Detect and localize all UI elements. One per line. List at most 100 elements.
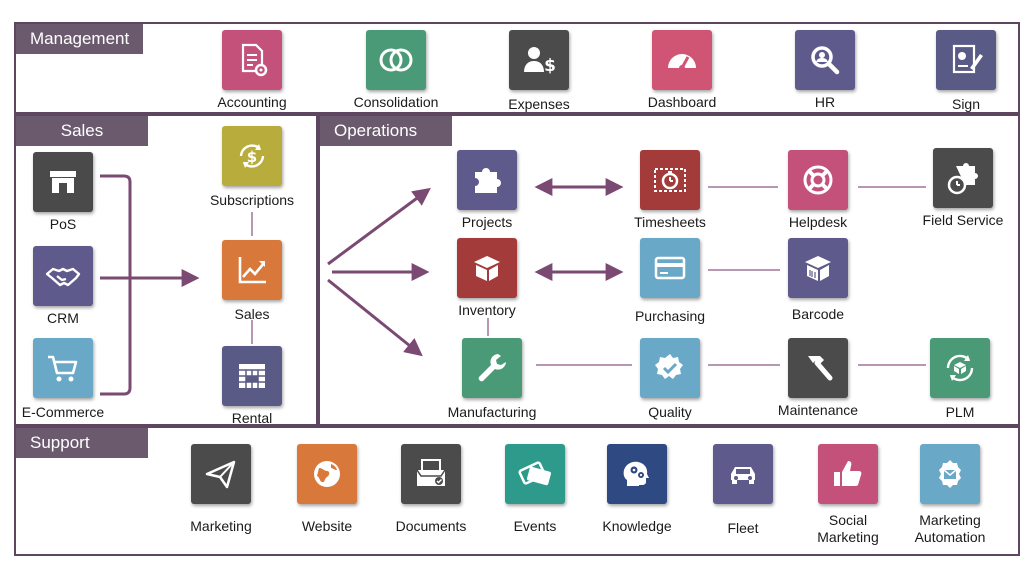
marketing-tile[interactable] xyxy=(191,444,251,504)
sales-label: Sales xyxy=(234,306,270,322)
section-title-management: Management xyxy=(16,24,144,54)
timesheets-tile[interactable] xyxy=(640,150,700,210)
dashboard-label: Dashboard xyxy=(647,94,717,110)
shop-icon xyxy=(50,171,76,193)
hammer-icon xyxy=(808,356,833,381)
events-label: Events xyxy=(513,518,557,534)
documents-tile[interactable] xyxy=(401,444,461,504)
social-marketing-tile[interactable] xyxy=(818,444,878,504)
chart-up-icon xyxy=(238,257,266,284)
crm-tile[interactable] xyxy=(33,246,93,306)
app-website[interactable]: Website xyxy=(267,444,387,535)
app-purchasing[interactable]: Purchasing xyxy=(610,238,730,325)
person-dollar-icon: $ xyxy=(524,47,556,76)
marketing-automation-tile[interactable] xyxy=(920,444,980,504)
barcode-label: Barcode xyxy=(791,306,845,322)
app-marketing-automation[interactable]: Marketing Automation xyxy=(890,444,1010,546)
sign-tile[interactable] xyxy=(936,30,996,90)
expenses-tile[interactable]: $ xyxy=(509,30,569,90)
app-timesheets[interactable]: Timesheets xyxy=(610,150,730,231)
ecommerce-tile[interactable] xyxy=(33,338,93,398)
app-barcode[interactable]: Barcode xyxy=(758,238,878,323)
marketing-automation-label: Marketing Automation xyxy=(890,512,1010,546)
app-sales[interactable]: Sales xyxy=(192,240,312,323)
credit-card-icon xyxy=(654,256,686,280)
barcode-tile[interactable] xyxy=(788,238,848,298)
accounting-tile[interactable] xyxy=(222,30,282,90)
expenses-label: Expenses xyxy=(508,96,570,112)
social-marketing-label: Social Marketing xyxy=(788,512,908,546)
plm-label: PLM xyxy=(945,404,975,420)
app-marketing[interactable]: Marketing xyxy=(161,444,281,535)
dashboard-tile[interactable] xyxy=(652,30,712,90)
app-helpdesk[interactable]: Helpdesk xyxy=(758,150,878,231)
helpdesk-tile[interactable] xyxy=(788,150,848,210)
inventory-label: Inventory xyxy=(458,302,516,318)
plm-tile[interactable] xyxy=(930,338,990,398)
pos-tile[interactable] xyxy=(33,152,93,212)
subscriptions-tile[interactable]: $ xyxy=(222,126,282,186)
app-pos[interactable]: PoS xyxy=(3,152,123,233)
maintenance-label: Maintenance xyxy=(777,402,859,418)
rental-label: Rental xyxy=(231,410,273,426)
projects-tile[interactable] xyxy=(457,150,517,210)
website-tile[interactable] xyxy=(297,444,357,504)
knowledge-tile[interactable] xyxy=(607,444,667,504)
section-title-support: Support xyxy=(16,428,148,458)
app-fieldservice[interactable]: Field Service xyxy=(903,148,1023,229)
social-marketing-label-line1: Social xyxy=(828,512,868,528)
app-fleet[interactable]: Fleet xyxy=(683,444,803,537)
app-expenses[interactable]: $ Expenses xyxy=(479,30,599,113)
marketing-automation-label-line1: Marketing xyxy=(919,512,981,528)
website-label: Website xyxy=(301,518,353,534)
app-consolidation[interactable]: Consolidation xyxy=(336,30,456,111)
wrench-icon xyxy=(478,354,506,382)
hr-tile[interactable] xyxy=(795,30,855,90)
purchasing-tile[interactable] xyxy=(640,238,700,298)
operations-panel xyxy=(318,114,1020,426)
fleet-tile[interactable] xyxy=(713,444,773,504)
app-social-marketing[interactable]: Social Marketing xyxy=(788,444,908,546)
document-gear-icon xyxy=(241,43,268,77)
sign-label: Sign xyxy=(951,96,981,112)
app-events[interactable]: Events xyxy=(475,444,595,535)
purchasing-label: Purchasing xyxy=(634,308,706,324)
app-projects[interactable]: Projects xyxy=(427,150,547,231)
rental-tile[interactable] xyxy=(222,346,282,406)
helpdesk-label: Helpdesk xyxy=(788,214,848,230)
app-quality[interactable]: Quality xyxy=(610,338,730,421)
app-rental[interactable]: Rental xyxy=(192,346,312,427)
manufacturing-tile[interactable] xyxy=(462,338,522,398)
maintenance-tile[interactable] xyxy=(788,338,848,398)
app-maintenance[interactable]: Maintenance xyxy=(758,338,878,419)
app-hr[interactable]: HR xyxy=(765,30,885,111)
app-manufacturing[interactable]: Manufacturing xyxy=(432,338,552,421)
file-box-icon xyxy=(416,459,446,486)
app-ecommerce[interactable]: E-Commerce xyxy=(3,338,123,421)
box-icon xyxy=(474,256,500,281)
quality-tile[interactable] xyxy=(640,338,700,398)
documents-label: Documents xyxy=(395,518,467,534)
manufacturing-label: Manufacturing xyxy=(447,404,537,420)
globe-icon xyxy=(314,461,340,487)
sales-tile[interactable] xyxy=(222,240,282,300)
app-dashboard[interactable]: Dashboard xyxy=(622,30,742,111)
app-plm[interactable]: PLM xyxy=(900,338,1020,421)
gauge-icon xyxy=(668,54,696,71)
sales-panel xyxy=(14,114,318,426)
app-subscriptions[interactable]: $ Subscriptions xyxy=(192,126,312,209)
puzzle-clock-icon xyxy=(947,163,978,195)
events-tile[interactable] xyxy=(505,444,565,504)
app-sign[interactable]: Sign xyxy=(906,30,1024,113)
inventory-tile[interactable] xyxy=(457,238,517,298)
consolidation-tile[interactable] xyxy=(366,30,426,90)
app-documents[interactable]: Documents xyxy=(371,444,491,535)
knowledge-label: Knowledge xyxy=(602,518,672,534)
section-title-sales: Sales xyxy=(16,116,148,146)
fieldservice-tile[interactable] xyxy=(933,148,993,208)
app-inventory[interactable]: Inventory xyxy=(427,238,547,319)
app-accounting[interactable]: Accounting xyxy=(192,30,312,111)
thumbs-up-icon xyxy=(834,461,862,486)
app-crm[interactable]: CRM xyxy=(3,246,123,327)
app-knowledge[interactable]: Knowledge xyxy=(577,444,697,535)
